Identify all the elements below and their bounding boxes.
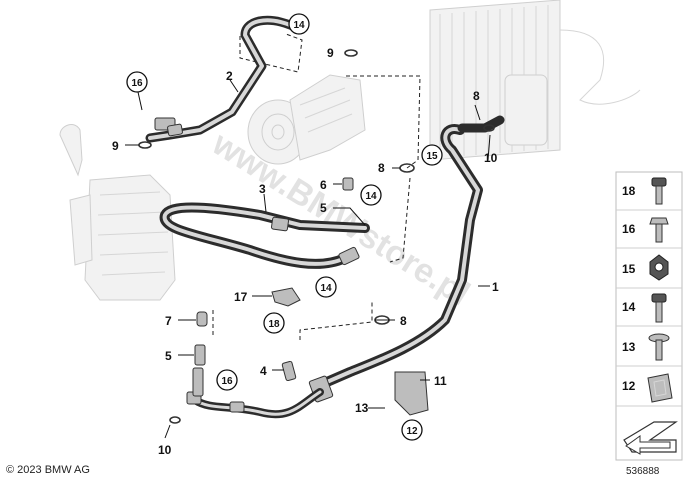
bracket-11 [394,371,429,416]
callout-10-right: 10 [484,151,498,165]
svg-text:12: 12 [622,379,636,393]
dashed-assembly-lines [212,33,421,340]
valve-5-left [194,344,206,366]
o-ring-top [344,49,358,57]
o-ring-bottom [169,416,181,424]
callout-2: 2 [226,69,233,83]
legend-item-16: 16 [622,217,669,243]
bracket-17 [271,287,301,307]
o-ring-right [483,124,495,132]
callout-8-top: 8 [473,89,480,103]
leader-lines [125,79,491,439]
callout-14-lower: 14 [315,276,337,298]
callout-labels: 9 2 9 8 10 8 6 3 5 1 17 8 7 5 4 11 13 10 [112,46,499,457]
refrigerant-line-lower[interactable] [186,388,324,419]
legend-item-18: 18 [622,177,667,205]
callout-1: 1 [492,280,499,294]
callout-14-top: 14 [288,13,310,35]
callout-5-top: 5 [320,201,327,215]
callout-8-lower: 8 [400,314,407,328]
callout-9-top: 9 [327,46,334,60]
expansion-tank-ghost [59,124,176,301]
fitting-7 [196,311,208,327]
callout-13: 13 [355,401,369,415]
callout-9-left: 9 [112,139,119,153]
callout-11: 11 [434,374,447,388]
refrigerant-line-3[interactable] [159,202,370,269]
svg-text:15: 15 [426,151,438,162]
callout-7: 7 [165,314,172,328]
legend-item-15: 15 [622,254,669,281]
compressor-ghost [247,74,366,165]
svg-text:15: 15 [622,262,636,276]
callout-14-mid: 14 [360,184,382,206]
callout-16-lower: 16 [216,369,238,391]
refrigerant-line-2[interactable] [145,15,305,143]
callout-12: 12 [401,419,423,441]
o-ring-left [138,141,152,149]
callout-6: 6 [320,178,327,192]
callout-5-left: 5 [165,349,172,363]
callout-15: 15 [421,144,443,166]
svg-text:14: 14 [622,300,636,314]
svg-text:14: 14 [320,283,332,294]
valve-4 [281,360,297,382]
callout-10-bottom: 10 [158,443,172,457]
pipe-fitting-left [192,367,204,397]
svg-text:14: 14 [365,191,377,202]
legend-item-13: 13 [622,333,670,361]
svg-text:16: 16 [221,376,233,387]
callout-18: 18 [263,312,285,334]
svg-text:12: 12 [406,426,418,437]
svg-text:16: 16 [622,222,636,236]
svg-text:16: 16 [131,78,143,89]
copyright-text: © 2023 BMW AG [6,464,90,476]
svg-text:18: 18 [622,184,636,198]
callout-16-left: 16 [126,71,148,93]
image-number: 536888 [626,466,660,477]
legend-item-14: 14 [622,293,667,323]
callout-17: 17 [234,290,248,304]
legend-item-12: 12 [622,373,673,403]
svg-text:18: 18 [268,319,280,330]
arrow-icon [623,421,678,455]
parts-legend: 18 16 15 14 13 12 [615,171,683,461]
svg-text:13: 13 [622,340,636,354]
callout-8-mid: 8 [378,161,385,175]
cap-part-6 [342,177,354,191]
callout-3: 3 [259,182,266,196]
condenser-ghost [429,0,641,161]
callout-4: 4 [260,364,267,378]
svg-text:14: 14 [293,20,305,31]
